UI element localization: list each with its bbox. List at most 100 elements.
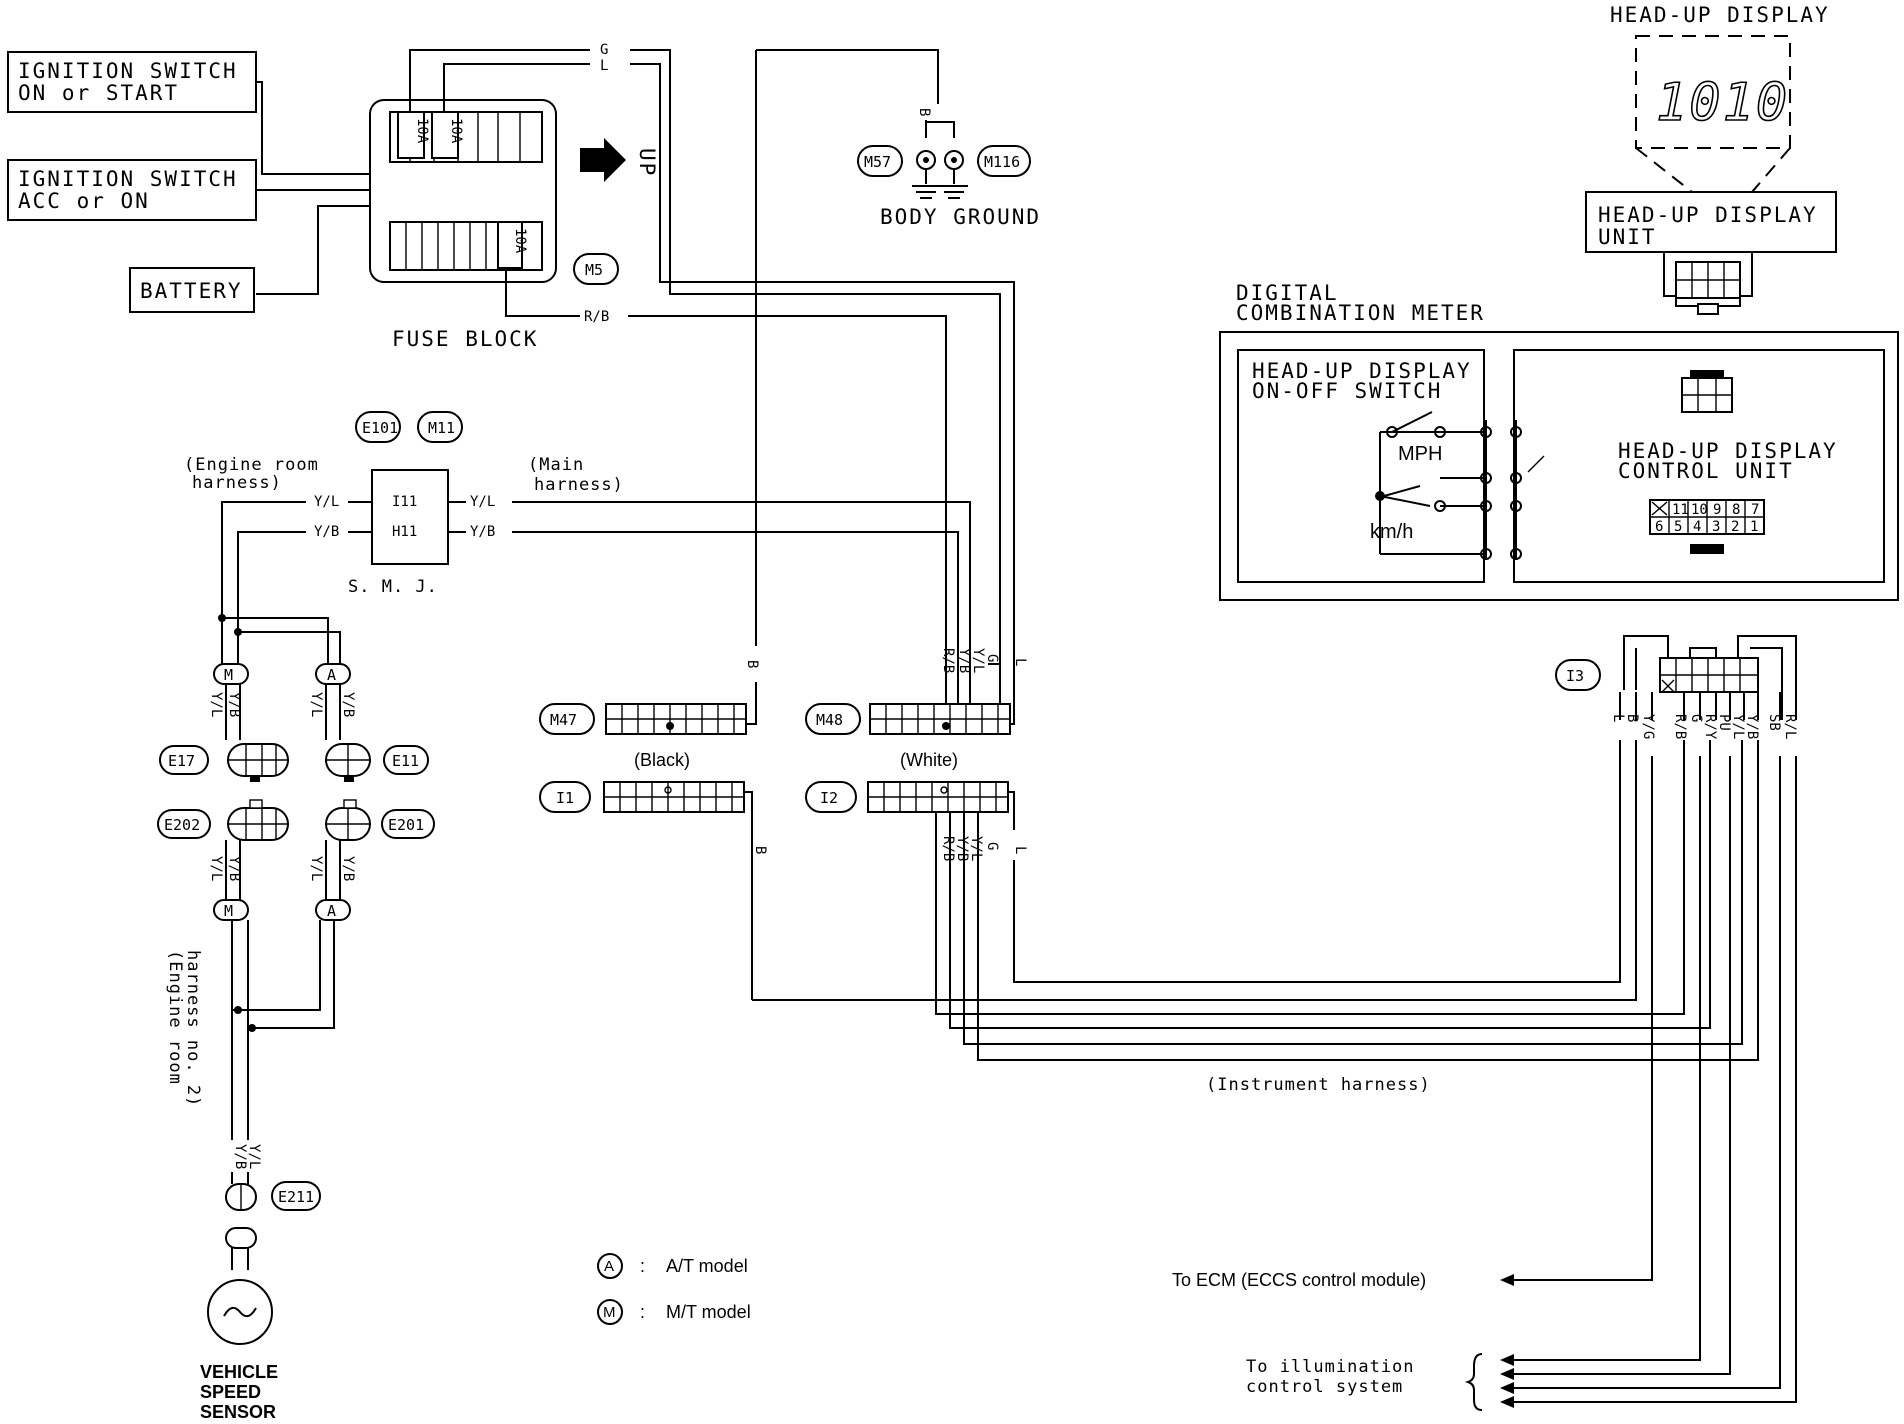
hud-switch-line1: HEAD-UP DISPLAY [1252,359,1472,383]
i3-connector: I3 L B Y/G R/B G R/Y PU Y/L Y/B SB R/L T… [1172,635,1798,1411]
vss-label-2: SPEED [200,1382,261,1402]
i3-wire-sb: SB [1766,714,1782,731]
legend-m-sep: : [640,1302,645,1322]
instrument-harness-label: (Instrument harness) [1206,1075,1431,1095]
wire-g-m48: G [984,654,1000,662]
connector-blocks: B M47 M48 R/B Y/B Y/L G L (Black) (White… [539,648,1028,1000]
vss-label-1: VEHICLE [200,1362,278,1382]
engine-room-no2-2: harness no. 2) [183,950,203,1107]
battery-label: BATTERY [140,279,243,303]
conn-m-top: M [224,666,233,684]
to-ecm-label: To ECM (ECCS control module) [1172,1270,1426,1290]
instrument-harness-wires: (Instrument harness) [752,756,1759,1095]
dcm-line2: COMBINATION METER [1236,301,1485,325]
smj-block: E101 M11 (Engine room harness) (Main har… [184,411,971,664]
wire-l-m48: L [1012,658,1028,666]
lbl-yb-4: Y/B [340,856,356,881]
main-harness-label-2: harness) [534,475,624,495]
i3-wire-ry: R/Y [1702,714,1718,740]
engine-room-no2-1: (Engine room [165,950,185,1085]
lbl-yl-1: Y/L [208,692,224,717]
i3-wire-yb: Y/B [1744,714,1760,739]
i1-id: I1 [556,789,574,807]
legend: A : A/T model M : M/T model [597,1253,751,1325]
hud-unit-line2: UNIT [1598,225,1657,249]
hud-switch-line2: ON-OFF SWITCH [1252,379,1442,403]
speed-sensor-branch: M A Y/B Y/L Y/B Y/L E17 E11 E202 E201 Y/… [157,614,435,1422]
ign-acc-on-line1: IGNITION SWITCH [18,167,238,191]
dcm-line1: DIGITAL [1236,281,1339,305]
smj-yl-right: Y/L [470,494,495,510]
i3-wire-b: B [1624,714,1640,722]
fuse-block: 10A 10A 10A FUSE BLOCK [369,99,557,351]
pin-9: 9 [1713,502,1721,518]
conn-a-top: A [327,666,336,684]
legend-a-sep: : [640,1256,645,1276]
hud-title: HEAD-UP DISPLAY [1610,3,1830,27]
lbl-yl-5: Y/L [246,1144,262,1169]
ignition-switch-on-start: IGNITION SWITCH ON or START [7,51,257,113]
i3-wire-l: L [1610,714,1626,722]
engine-room-label-1: (Engine room [184,455,319,475]
lbl-yl-3: Y/L [208,856,224,881]
i3-wire-pu: PU [1716,714,1732,731]
ign-acc-on-line2: ACC or ON [18,189,150,213]
lbl-yb-2: Y/B [340,692,356,717]
ign-on-start-line2: ON or START [18,81,179,105]
to-illum-label-2: control system [1246,1377,1403,1397]
pin-2: 2 [1731,519,1739,535]
m11-id: M11 [428,419,455,437]
pin-4: 4 [1693,519,1701,535]
wire-b-m47: B [744,660,760,668]
legend-m-letter: M [603,1304,616,1321]
conn-m-bottom: M [224,902,233,920]
e201-id: E201 [388,816,424,834]
fuse-10a-1: 10A [414,118,430,144]
pin-7: 7 [1751,502,1759,518]
up-label: UP [635,148,659,177]
i3-wire-g: G [1688,714,1704,722]
m5-connector-tag: M5 [573,253,619,285]
wire-b-i1: B [752,846,768,854]
pin-11: 11 [1672,502,1689,518]
digital-combination-meter: DIGITAL COMBINATION METER HEAD-UP DISPLA… [1219,281,1899,601]
i3-wire-yg: Y/G [1640,714,1656,739]
m47-id: M47 [550,711,577,729]
e211-id: E211 [278,1188,314,1206]
black-label: (Black) [634,750,690,770]
smj-yb-right: Y/B [470,524,495,540]
white-label: (White) [900,750,958,770]
wire-g-top: G [600,42,608,58]
wire-rb-i2: R/B [940,836,956,861]
wire-rb-fuse: R/B [584,309,609,325]
hud-ctrl-line2: CONTROL UNIT [1618,459,1794,483]
mph-label: MPH [1398,443,1442,465]
smj-pin-h11: H11 [392,524,417,540]
lbl-yb-3: Y/B [226,856,242,881]
kmh-label: km/h [1370,521,1413,543]
fuse-block-label: FUSE BLOCK [392,327,538,351]
lbl-yb-1: Y/B [226,692,242,717]
m48-id: M48 [816,711,843,729]
wire-g-i2: G [984,842,1000,850]
ign-on-start-line1: IGNITION SWITCH [18,59,238,83]
fuse-10a-2: 10A [448,118,464,144]
legend-m-text: M/T model [666,1302,751,1322]
pin-5: 5 [1674,519,1682,535]
lbl-yl-4: Y/L [308,856,324,881]
hud-ctrl-line1: HEAD-UP DISPLAY [1618,439,1838,463]
smj-label: S. M. J. [348,577,438,597]
hud-digits: 1010 [1656,73,1789,133]
engine-room-label-2: harness) [192,473,282,493]
pin-8: 8 [1732,502,1740,518]
battery-box: BATTERY [129,267,255,313]
i3-id: I3 [1566,667,1584,685]
i3-wire-rl: R/L [1782,714,1798,739]
e101-id: E101 [362,419,398,437]
wire-yb-i2: Y/B [954,836,970,861]
smj-yl-left: Y/L [314,494,339,510]
lbl-yb-5: Y/B [232,1144,248,1169]
pin-1: 1 [1750,519,1758,535]
smj-yb-left: Y/B [314,524,339,540]
